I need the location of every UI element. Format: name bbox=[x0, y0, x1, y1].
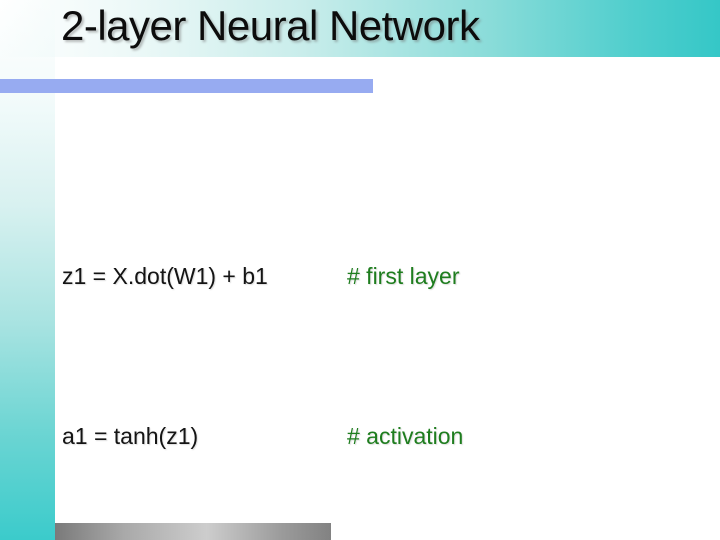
footer-gray-bar bbox=[55, 523, 331, 540]
title-underline-bar bbox=[0, 79, 373, 93]
code-statement: z1 = X.dot(W1) + b1 bbox=[62, 263, 268, 289]
code-comment: # activation bbox=[347, 423, 464, 449]
title-gradient-band bbox=[0, 0, 720, 57]
code-line-a1: a1 = tanh(z1) # activation bbox=[62, 416, 560, 456]
code-comment: # first layer bbox=[347, 263, 460, 289]
slide-title: 2-layer Neural Network bbox=[61, 2, 480, 49]
code-line-z1: z1 = X.dot(W1) + b1 # first layer bbox=[62, 256, 560, 296]
code-block: z1 = X.dot(W1) + b1 # first layer a1 = t… bbox=[62, 136, 560, 540]
code-statement: a1 = tanh(z1) bbox=[62, 423, 199, 449]
